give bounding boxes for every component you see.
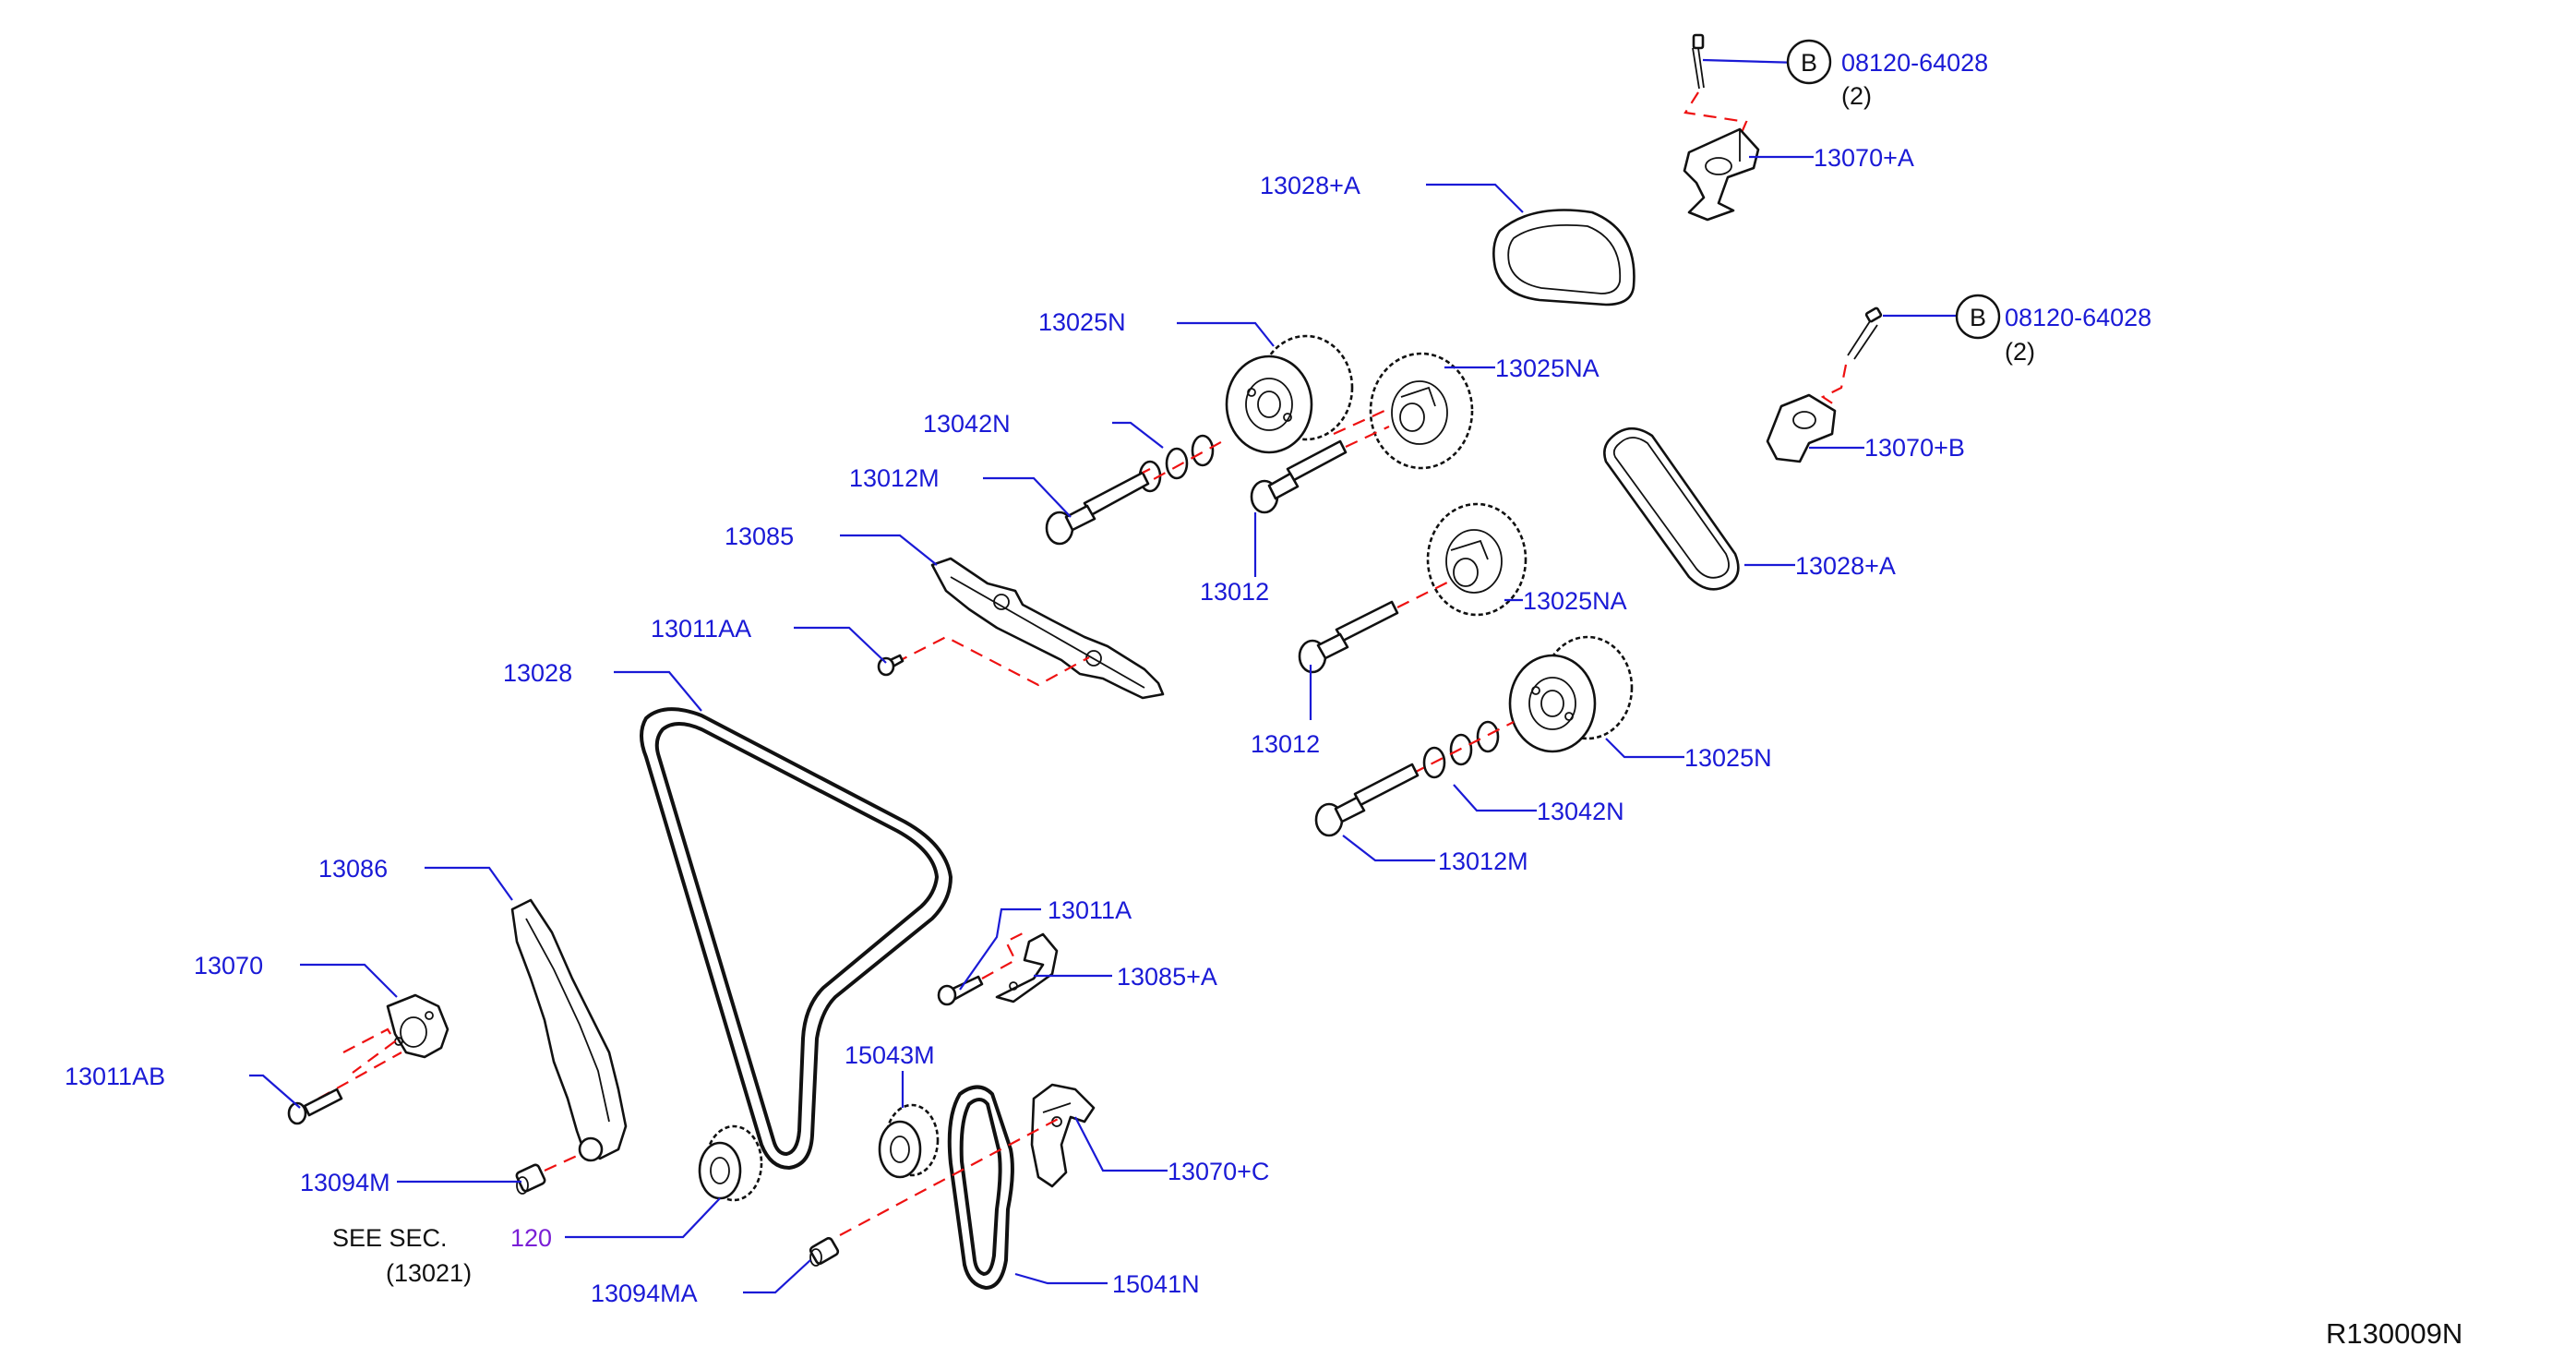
timing-chain-13028: [640, 707, 953, 1170]
bolt-13011a: [937, 975, 984, 1006]
callout-13085a[interactable]: 13085+A: [1117, 963, 1217, 991]
oil-pump-chain-15041n: [947, 1085, 1014, 1290]
callout-08120-64028-top[interactable]: 08120-64028: [1841, 49, 1988, 77]
chain-guide-13085a: [995, 932, 1059, 1003]
callout-13070[interactable]: 13070: [194, 952, 263, 979]
qty-top: (2): [1841, 82, 1872, 110]
bolt-13012-upper: [1250, 439, 1348, 514]
callout-13070c[interactable]: 13070+C: [1168, 1158, 1269, 1185]
sprocket-13025n-lower: [1508, 635, 1634, 753]
callout-13042n-upper[interactable]: 13042N: [923, 410, 1011, 438]
sprocket-13025na-lower: [1426, 502, 1528, 617]
callout-13094m[interactable]: 13094M: [300, 1169, 390, 1196]
bolt-13011ab: [287, 1088, 343, 1125]
callout-13012-lower[interactable]: 13012: [1251, 730, 1320, 758]
callout-120[interactable]: 120: [510, 1224, 552, 1252]
oil-pump-sprocket-15043m: [878, 1103, 940, 1179]
callout-15043m[interactable]: 15043M: [845, 1041, 935, 1069]
camshaft-sensor-13070a: [1683, 127, 1760, 222]
leader-lines: [249, 58, 1957, 1294]
callout-13042n-lower[interactable]: 13042N: [1537, 798, 1624, 825]
gasket-13028a-top: [1492, 209, 1635, 306]
callout-13012-upper[interactable]: 13012: [1200, 578, 1269, 606]
chain-tensioner-13070: [386, 993, 449, 1059]
callout-13012m-upper[interactable]: 13012M: [849, 464, 940, 492]
callout-13086[interactable]: 13086: [318, 855, 388, 883]
callout-13028[interactable]: 13028: [503, 659, 572, 687]
figure-id: R130009N: [2326, 1317, 2462, 1350]
callout-15041n[interactable]: 15041N: [1112, 1270, 1200, 1298]
svg-text:B: B: [1970, 304, 1986, 331]
callout-13025na-lower[interactable]: 13025NA: [1523, 587, 1627, 615]
bolt-08120-top: [1692, 33, 1705, 90]
sprocket-13025na-upper: [1369, 352, 1474, 470]
callout-13011a[interactable]: 13011A: [1048, 896, 1132, 924]
callout-13070b[interactable]: 13070+B: [1864, 434, 1965, 462]
callout-13094ma[interactable]: 13094MA: [591, 1280, 698, 1307]
gasket-13028a-right: [1603, 427, 1740, 591]
callout-13028a-top[interactable]: 13028+A: [1260, 172, 1360, 199]
bolt-13012m-lower: [1314, 763, 1420, 837]
see-sec-ref: (13021): [386, 1259, 472, 1287]
callout-13011ab[interactable]: 13011AB: [65, 1063, 165, 1090]
bolt-symbol-top: B: [1786, 39, 1832, 85]
bolt-13012m-upper: [1045, 471, 1150, 546]
pin-13094ma: [809, 1237, 840, 1267]
qty-right: (2): [2005, 338, 2035, 366]
sprocket-13025n-upper: [1225, 334, 1354, 454]
callout-13070a[interactable]: 13070+A: [1814, 144, 1914, 172]
callout-13025n-upper[interactable]: 13025N: [1038, 308, 1126, 336]
camshaft-sensor-13070b: [1766, 393, 1837, 463]
callout-13011aa[interactable]: 13011AA: [651, 615, 751, 643]
callout-13025na-upper[interactable]: 13025NA: [1495, 355, 1600, 382]
bolt-13011aa: [877, 654, 905, 677]
bolt-symbol-right: B: [1955, 294, 2001, 340]
chain-guide-13085: [930, 557, 1165, 700]
crank-sprocket-120: [698, 1124, 763, 1202]
svg-text:B: B: [1801, 49, 1817, 77]
bolt-13012-lower: [1298, 600, 1399, 674]
callout-08120-64028-right[interactable]: 08120-64028: [2005, 304, 2151, 331]
tension-guide-13086: [510, 898, 628, 1162]
see-sec-label: SEE SEC.: [332, 1224, 448, 1252]
oil-pump-tensioner-13070c: [1030, 1083, 1096, 1188]
callout-13012m-lower[interactable]: 13012M: [1438, 847, 1528, 875]
callout-13028a-right[interactable]: 13028+A: [1795, 552, 1896, 580]
bolt-08120-right: [1847, 306, 1883, 360]
callout-13025n-lower[interactable]: 13025N: [1684, 744, 1772, 772]
callout-13085[interactable]: 13085: [725, 523, 794, 550]
pin-13094m: [515, 1163, 546, 1195]
